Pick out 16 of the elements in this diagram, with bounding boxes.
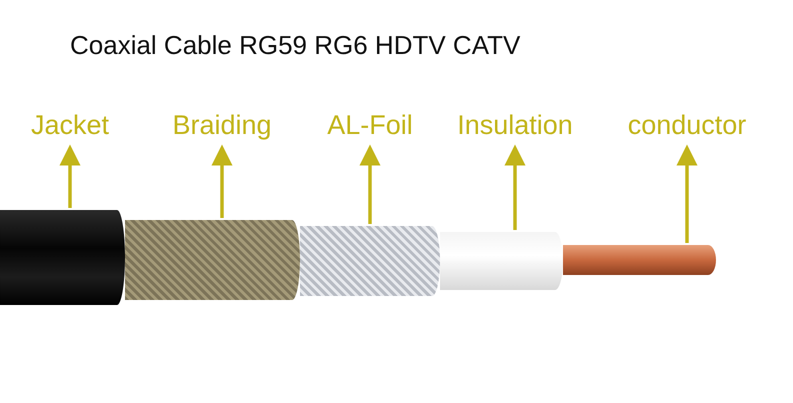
copper-conductor	[563, 245, 716, 275]
arrow	[212, 144, 232, 218]
arrow	[676, 144, 698, 243]
cable-jacket	[0, 210, 125, 305]
braided-shield	[125, 220, 300, 300]
part-label: Insulation	[457, 106, 573, 144]
insulation-layer	[440, 232, 563, 290]
part-label: Jacket	[30, 106, 110, 144]
arrow	[60, 144, 80, 208]
part-label: conductor	[628, 106, 746, 144]
part-label: Braiding	[172, 106, 272, 144]
part-label: AL-Foil	[327, 106, 413, 144]
arrow	[360, 144, 380, 224]
arrow	[504, 144, 526, 230]
title: Coaxial Cable RG59 RG6 HDTV CATV	[70, 30, 520, 61]
foil-shield	[300, 226, 440, 296]
